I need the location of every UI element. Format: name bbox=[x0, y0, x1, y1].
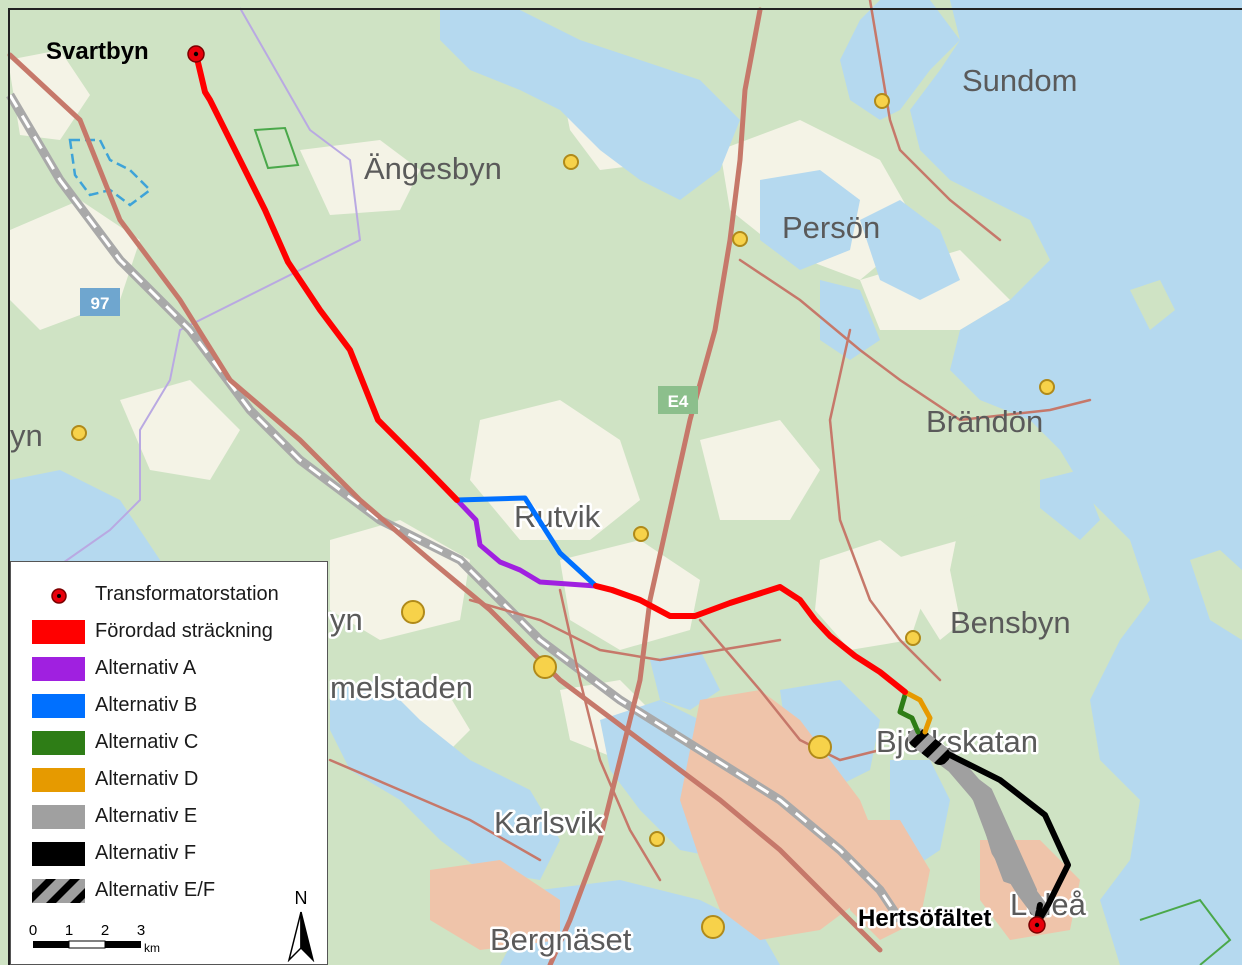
svg-text:E4: E4 bbox=[668, 392, 689, 411]
place-bjorkskatan: Björkskatan bbox=[876, 724, 1038, 759]
municipal-boundary bbox=[9, 7, 362, 601]
scale-bar: 0 1 2 3 km bbox=[29, 922, 160, 955]
road-shield-e4: E4 bbox=[658, 386, 698, 414]
scale-tick-1: 1 bbox=[65, 922, 73, 939]
legend-swatch-green bbox=[32, 731, 85, 755]
legend-label: Alternativ F bbox=[95, 842, 197, 864]
route-alternativ-b bbox=[454, 495, 599, 589]
legend-swatch-purple bbox=[32, 657, 85, 681]
map-frame bbox=[8, 8, 1242, 965]
route-alternativ-e-f bbox=[908, 728, 950, 765]
legend-label: Transformatorstation bbox=[95, 583, 279, 605]
legend-item-alternativ-c: Alternativ C bbox=[11, 728, 327, 758]
legend-item-alternativ-b: Alternativ B bbox=[11, 691, 327, 721]
legend-swatch-hatched bbox=[32, 879, 85, 903]
place-gammelstaden: melstaden bbox=[330, 670, 473, 705]
islands bbox=[950, 280, 1242, 660]
legend-label: Alternativ E bbox=[95, 805, 198, 827]
svg-text:97: 97 bbox=[91, 294, 110, 313]
place-byn-left: yn bbox=[10, 418, 43, 453]
place-bensbyn: Bensbyn bbox=[950, 605, 1071, 640]
north-label: N bbox=[295, 888, 308, 908]
legend-label: Alternativ A bbox=[95, 657, 197, 679]
legend-swatch-black bbox=[32, 842, 85, 866]
legend-label: Alternativ B bbox=[95, 694, 198, 716]
legend-label: Alternativ D bbox=[95, 768, 199, 790]
station-label-svartbyn: Svartbyn bbox=[46, 38, 149, 65]
legend-item-alternativ-e: Alternativ E bbox=[11, 802, 327, 832]
route-forordad bbox=[193, 51, 908, 695]
legend-item-forordad: Förordad sträckning bbox=[11, 617, 327, 647]
scale-tick-0: 0 bbox=[29, 922, 37, 939]
scale-tick-2: 2 bbox=[101, 922, 109, 939]
place-brandon: Brändön bbox=[926, 404, 1043, 439]
route-alternativ-f bbox=[927, 742, 1071, 925]
place-angesbyn: Ängesbyn bbox=[364, 151, 502, 186]
legend-swatch-grey bbox=[32, 805, 85, 829]
legend-panel: Transformatorstation Förordad sträckning… bbox=[10, 561, 328, 965]
legend-item-transformatorstation: Transformatorstation bbox=[11, 580, 327, 610]
north-arrow-icon: N bbox=[287, 888, 315, 962]
legend-swatch-blue bbox=[32, 694, 85, 718]
place-byn-mid: yn bbox=[330, 602, 363, 637]
roads bbox=[7, 0, 1092, 965]
place-sundom: Sundom bbox=[962, 63, 1077, 98]
station-dot-icon bbox=[51, 588, 67, 604]
station-label-hertsofaltet: Hertsöfältet bbox=[858, 905, 991, 932]
scale-unit: km bbox=[144, 941, 160, 955]
place-karlsvik: Karlsvik bbox=[494, 805, 603, 840]
scale-tick-3: 3 bbox=[137, 922, 145, 939]
legend-item-alternativ-f: Alternativ F bbox=[11, 839, 327, 869]
legend-swatch-orange bbox=[32, 768, 85, 792]
route-alternativ-d bbox=[902, 689, 933, 735]
legend-item-alternativ-e-f: Alternativ E/F bbox=[11, 876, 327, 906]
place-erson: Persön bbox=[782, 210, 880, 245]
legend-label: Förordad sträckning bbox=[95, 620, 273, 642]
legend-item-alternativ-d: Alternativ D bbox=[11, 765, 327, 795]
station-hertsofaltet[interactable]: Hertsöfältet bbox=[856, 903, 1046, 935]
village-markers bbox=[71, 93, 1055, 939]
power-line-routes bbox=[193, 51, 1071, 928]
legend-swatch-red bbox=[32, 620, 85, 644]
route-alternativ-c bbox=[897, 692, 921, 735]
protected-area-outline bbox=[68, 138, 152, 207]
place-bergnaset: Bergnäset bbox=[490, 922, 632, 957]
station-svartbyn[interactable]: Svartbyn bbox=[46, 38, 205, 65]
road-shield-97: 97 bbox=[80, 288, 120, 316]
legend-label: Alternativ E/F bbox=[95, 879, 216, 901]
nature-area-outlines bbox=[253, 126, 1232, 965]
railway-dashes bbox=[8, 94, 902, 921]
route-alternativ-a bbox=[454, 497, 599, 589]
place-labels: Sundom Ängesbyn Persön Brändön Rutvik Be… bbox=[10, 63, 1089, 960]
legend-item-alternativ-a: Alternativ A bbox=[11, 654, 327, 684]
legend-label: Alternativ C bbox=[95, 731, 199, 753]
